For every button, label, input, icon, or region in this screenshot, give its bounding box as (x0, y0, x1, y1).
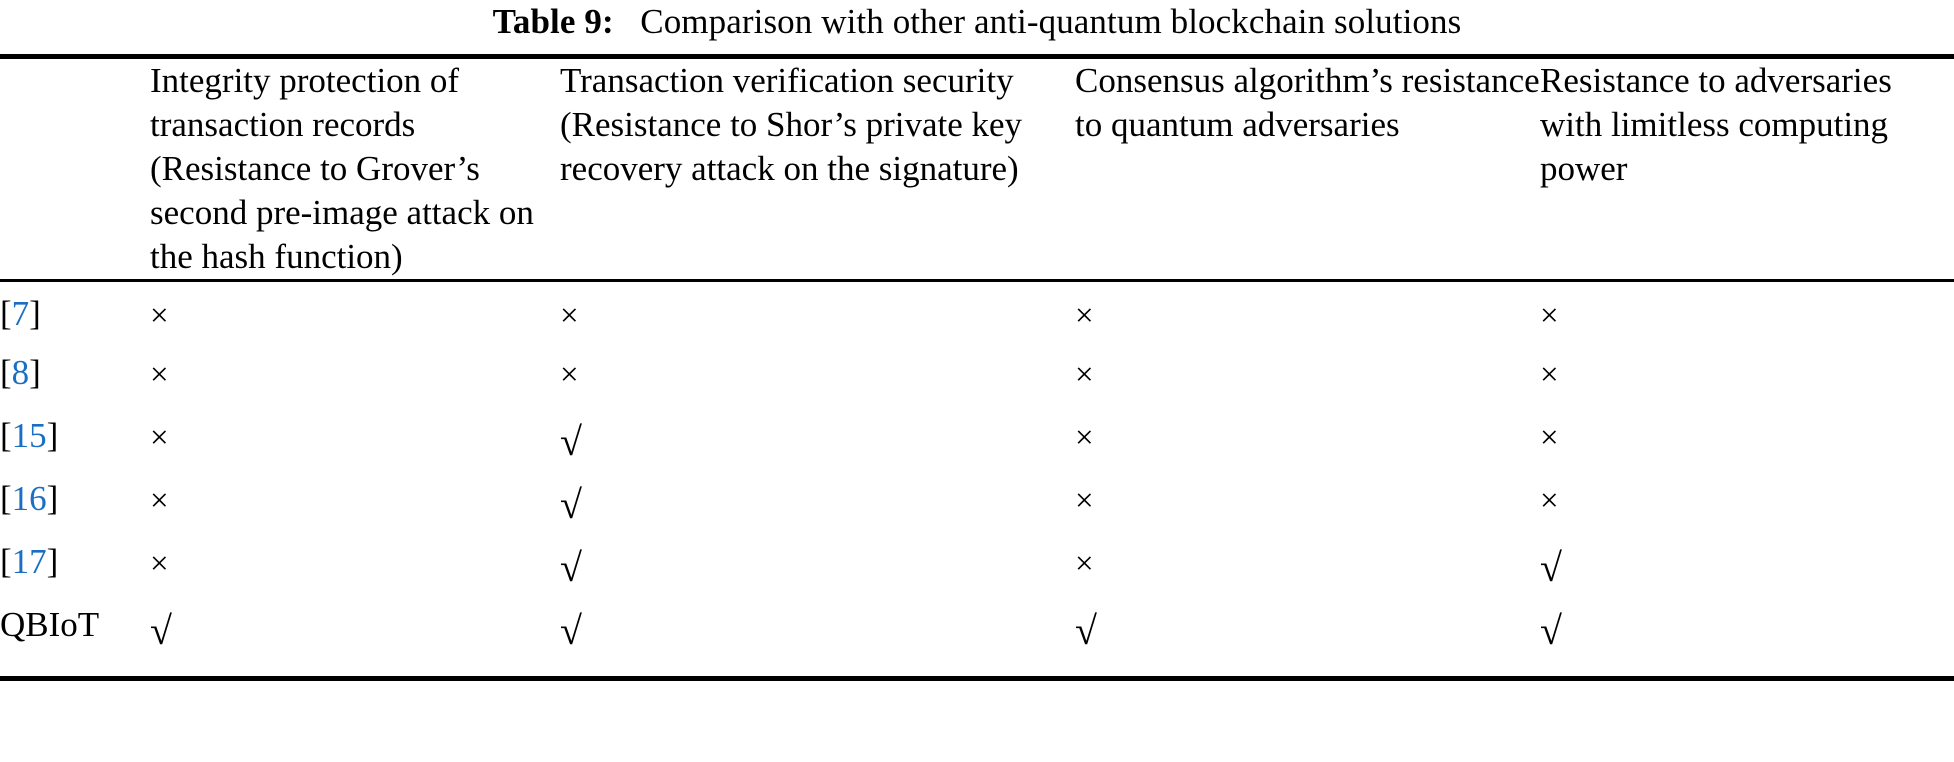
row-label-ref-8[interactable]: [8] (0, 355, 150, 418)
cross-mark-not-supported: × (150, 419, 169, 456)
cell-transaction-verification: × (560, 355, 1075, 418)
cross-mark-not-supported: × (1540, 482, 1559, 519)
bracket-open: [ (0, 352, 12, 392)
cell-limitless-power: × (1540, 355, 1954, 418)
reference-number[interactable]: 8 (11, 352, 30, 392)
cross-mark-not-supported: × (150, 482, 169, 519)
row-label-ref-17[interactable]: [17] (0, 544, 150, 607)
table-bottom-rule (0, 675, 1954, 681)
reference-number[interactable]: 17 (11, 541, 47, 581)
reference-number[interactable]: 7 (11, 293, 30, 333)
caption-label: Table 9: (492, 2, 614, 41)
column-header-limitless-power: Resistance to adversaries with limitless… (1540, 61, 1892, 188)
cell-consensus: √ (1075, 607, 1540, 676)
cell-integrity: × (150, 544, 560, 607)
table-row: [17] × √ × √ (0, 544, 1954, 607)
table-top-rule (0, 54, 1954, 59)
check-mark-supported: √ (560, 607, 582, 653)
check-mark-supported: √ (560, 418, 582, 464)
cell-limitless-power: √ (1540, 544, 1954, 607)
row-label-qbiot: QBIoT (0, 607, 150, 676)
cell-consensus: × (1075, 355, 1540, 418)
caption-text: Comparison with other anti-quantum block… (640, 2, 1462, 41)
check-mark-supported: √ (1540, 544, 1562, 590)
cell-consensus: × (1075, 282, 1540, 355)
bracket-close: ] (29, 293, 41, 333)
bracket-open: [ (0, 478, 12, 518)
cell-consensus: × (1075, 544, 1540, 607)
column-header-integrity: Integrity protection of transaction reco… (150, 61, 534, 276)
cross-mark-not-supported: × (560, 356, 579, 393)
table-header-row: Integrity protection of transaction reco… (0, 59, 1954, 279)
cell-transaction-verification: √ (560, 607, 1075, 676)
cross-mark-not-supported: × (1075, 356, 1094, 393)
row-label-ref-15[interactable]: [15] (0, 418, 150, 481)
cross-mark-not-supported: × (150, 545, 169, 582)
bracket-close: ] (46, 478, 59, 518)
check-mark-supported: √ (1540, 607, 1562, 653)
cell-transaction-verification: × (560, 282, 1075, 355)
cell-consensus: × (1075, 481, 1540, 544)
bracket-open: [ (0, 293, 12, 333)
table-row: QBIoT √ √ √ √ (0, 607, 1954, 676)
table-row: [15] × √ × × (0, 418, 1954, 481)
cross-mark-not-supported: × (1540, 356, 1559, 393)
table-row: [16] × √ × × (0, 481, 1954, 544)
row-label-ref-16[interactable]: [16] (0, 481, 150, 544)
bracket-open: [ (0, 541, 12, 581)
cell-integrity: × (150, 355, 560, 418)
cell-integrity: × (150, 481, 560, 544)
table-caption: Table 9: Comparison with other anti-quan… (0, 0, 1954, 39)
cell-integrity: × (150, 282, 560, 355)
bracket-close: ] (46, 541, 59, 581)
cell-limitless-power: × (1540, 481, 1954, 544)
cell-limitless-power: √ (1540, 607, 1954, 676)
table-row: [8] × × × × (0, 355, 1954, 418)
cross-mark-not-supported: × (560, 297, 579, 334)
table-row: [7] × × × × (0, 282, 1954, 355)
column-header-transaction-verification: Transaction verification security (Resis… (560, 61, 1023, 188)
table-header: Integrity protection of transaction reco… (0, 59, 1954, 279)
table-body: [7] × × × × [8] × × × × [15] × √ × × (0, 282, 1954, 676)
column-header-consensus: Consensus algorithm’s resistance to quan… (1075, 61, 1540, 144)
cell-transaction-verification: √ (560, 544, 1075, 607)
row-label-ref-7[interactable]: [7] (0, 282, 150, 355)
cell-integrity: √ (150, 607, 560, 676)
scheme-name: QBIoT (0, 604, 100, 644)
cross-mark-not-supported: × (1075, 545, 1094, 582)
check-mark-supported: √ (560, 481, 582, 527)
cell-integrity: × (150, 418, 560, 481)
cross-mark-not-supported: × (150, 356, 169, 393)
bracket-close: ] (29, 352, 41, 392)
reference-number[interactable]: 15 (11, 415, 47, 455)
cross-mark-not-supported: × (150, 297, 169, 334)
column-header-ref (0, 59, 150, 279)
cell-transaction-verification: √ (560, 481, 1075, 544)
cell-limitless-power: × (1540, 418, 1954, 481)
check-mark-supported: √ (150, 607, 172, 653)
cross-mark-not-supported: × (1540, 419, 1559, 456)
cell-transaction-verification: √ (560, 418, 1075, 481)
cell-consensus: × (1075, 418, 1540, 481)
check-mark-supported: √ (560, 544, 582, 590)
bracket-close: ] (46, 415, 59, 455)
cell-limitless-power: × (1540, 282, 1954, 355)
table-header-rule (0, 278, 1954, 282)
check-mark-supported: √ (1075, 607, 1097, 653)
cross-mark-not-supported: × (1075, 482, 1094, 519)
reference-number[interactable]: 16 (11, 478, 47, 518)
cross-mark-not-supported: × (1075, 297, 1094, 334)
cross-mark-not-supported: × (1075, 419, 1094, 456)
cross-mark-not-supported: × (1540, 297, 1559, 334)
bracket-open: [ (0, 415, 12, 455)
